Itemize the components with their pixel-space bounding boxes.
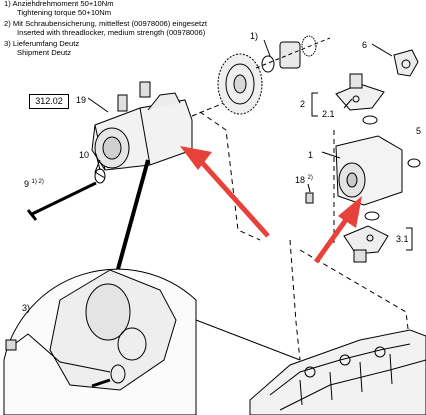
label-2: 2: [300, 99, 306, 109]
label-9-note: 1) 2): [31, 179, 44, 185]
label-18-number: 18: [295, 175, 306, 185]
note-3-en: Shipment Deutz: [17, 47, 72, 57]
note-3-de: 3) Lieferumfang Deutz: [4, 39, 80, 49]
bolt-9: [26, 181, 97, 221]
label-3-detail: 3): [22, 303, 31, 313]
washer: [364, 211, 380, 221]
label-2-1: 2.1: [322, 109, 335, 119]
arrow-right-pump: [313, 212, 353, 264]
note-1-en: Tightening torque 50+10Nm: [17, 7, 112, 17]
reference-box: 312.02: [29, 94, 69, 109]
label-5: 5: [416, 126, 422, 136]
pressure-fitting: [343, 225, 389, 263]
label-10: 10: [79, 150, 90, 160]
label-1: 1: [308, 150, 314, 160]
label-9-number: 9: [24, 179, 30, 189]
washer-10: [94, 168, 106, 184]
right-hydraulic-pump: [335, 135, 421, 206]
label-19: 19: [76, 95, 87, 105]
left-hydraulic-pump: [91, 81, 193, 179]
arrowhead-left: [180, 146, 212, 170]
label-18: 18 2): [295, 173, 313, 185]
note-2-de: 2) Mit Schraubensicherung, mittelfest (0…: [4, 19, 208, 29]
highlight-arrows: [180, 146, 362, 264]
arrowhead-right: [338, 196, 362, 228]
engine-detail-circle: [3, 268, 197, 415]
label-6: 6: [362, 40, 368, 50]
note-3: 3) Lieferumfang Deutz Shipment Deutz: [4, 40, 207, 57]
label-3-1: 3.1: [396, 234, 409, 244]
note-1-de: 1) Anziehdrehmoment 50+10Nm: [4, 0, 114, 8]
note-2: 2) Mit Schraubensicherung, mittelfest (0…: [4, 19, 208, 37]
screw-18: [305, 192, 314, 204]
flange: [335, 73, 385, 125]
note-1: 1) Anziehdrehmoment 50+10Nm Tightening t…: [4, 0, 207, 17]
bearing-assembly: [255, 35, 331, 73]
note-2-en: Inserted with threadlocker, medium stren…: [17, 27, 206, 37]
arrow-left-pump: [196, 156, 270, 238]
drive-gear: [217, 53, 263, 115]
elbow-fitting: [393, 49, 419, 77]
label-18-note: 2): [307, 175, 313, 181]
footnotes: 1) Anziehdrehmoment 50+10Nm Tightening t…: [4, 0, 207, 61]
engine-block: [249, 329, 426, 415]
label-1-note: 1): [250, 31, 259, 41]
label-9: 9 1) 2): [24, 177, 44, 189]
